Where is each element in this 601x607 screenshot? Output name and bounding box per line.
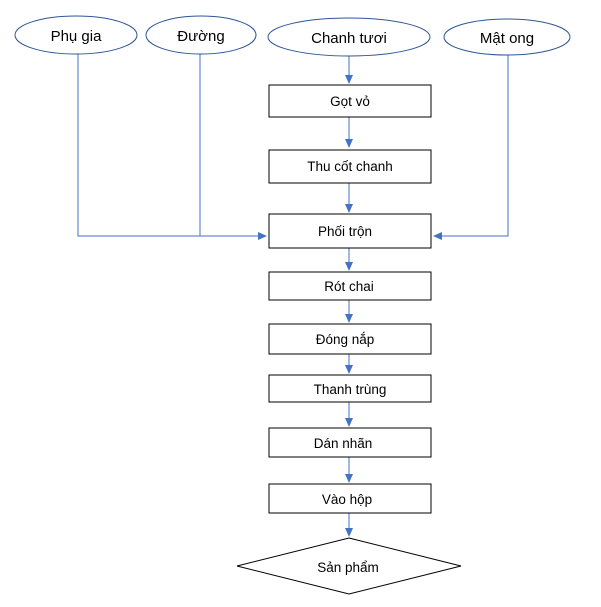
input-mat-ong-shape [443, 18, 571, 56]
step-thu-cot-chanh: Thu cốt chanh [268, 149, 432, 184]
step-dan-nhan: Dán nhãn [268, 427, 432, 458]
step-dong-nap-box [268, 323, 432, 355]
step-thanh-trung: Thanh trùng [268, 374, 432, 403]
step-thu-cot-chanh-box [268, 149, 432, 184]
step-dong-nap-label: Đóng nắp [316, 332, 375, 347]
step-rot-chai: Rót chai [268, 271, 432, 301]
output-san-pham-label: Sản phẩm [317, 560, 379, 575]
step-rot-chai-label: Rót chai [324, 279, 374, 294]
step-thanh-trung-box [268, 374, 432, 403]
input-mat-ong-label: Mật ong [480, 30, 534, 47]
input-phu-gia: Phụ gia [14, 15, 138, 55]
step-got-vo: Gọt vỏ [268, 84, 432, 118]
step-vao-hop-box [268, 483, 432, 514]
connector-phu-gia-to-phoi-tron [77, 54, 267, 240]
step-vao-hop: Vào hộp [268, 483, 432, 514]
step-phoi-tron-box [268, 213, 432, 249]
output-san-pham-diamond [236, 537, 462, 595]
step-vao-hop-label: Vào hộp [322, 492, 372, 507]
input-duong: Đường [145, 15, 257, 55]
input-duong-shape [145, 15, 257, 55]
step-phoi-tron: Phối trộn [268, 213, 432, 249]
step-got-vo-box [268, 84, 432, 118]
input-phu-gia-shape [14, 15, 138, 55]
step-rot-chai-box [268, 271, 432, 301]
step-got-vo-label: Gọt vỏ [330, 94, 370, 109]
input-chanh-tuoi-label: Chanh tươi [311, 30, 387, 47]
step-phoi-tron-label: Phối trộn [318, 224, 372, 239]
connector-mat-ong-to-phoi-tron [433, 55, 509, 240]
input-phu-gia-label: Phụ gia [51, 28, 103, 45]
step-dong-nap: Đóng nắp [268, 323, 432, 355]
step-dan-nhan-label: Dán nhãn [314, 436, 373, 451]
step-thanh-trung-label: Thanh trùng [314, 382, 387, 397]
input-mat-ong: Mật ong [443, 18, 571, 56]
input-duong-label: Đường [177, 28, 224, 45]
step-thu-cot-chanh-label: Thu cốt chanh [307, 159, 393, 174]
output-san-pham: Sản phẩm [236, 537, 462, 595]
input-chanh-tuoi-shape [267, 17, 431, 57]
connectors [77, 54, 509, 537]
step-dan-nhan-box [268, 427, 432, 458]
input-chanh-tuoi: Chanh tươi [267, 17, 431, 57]
